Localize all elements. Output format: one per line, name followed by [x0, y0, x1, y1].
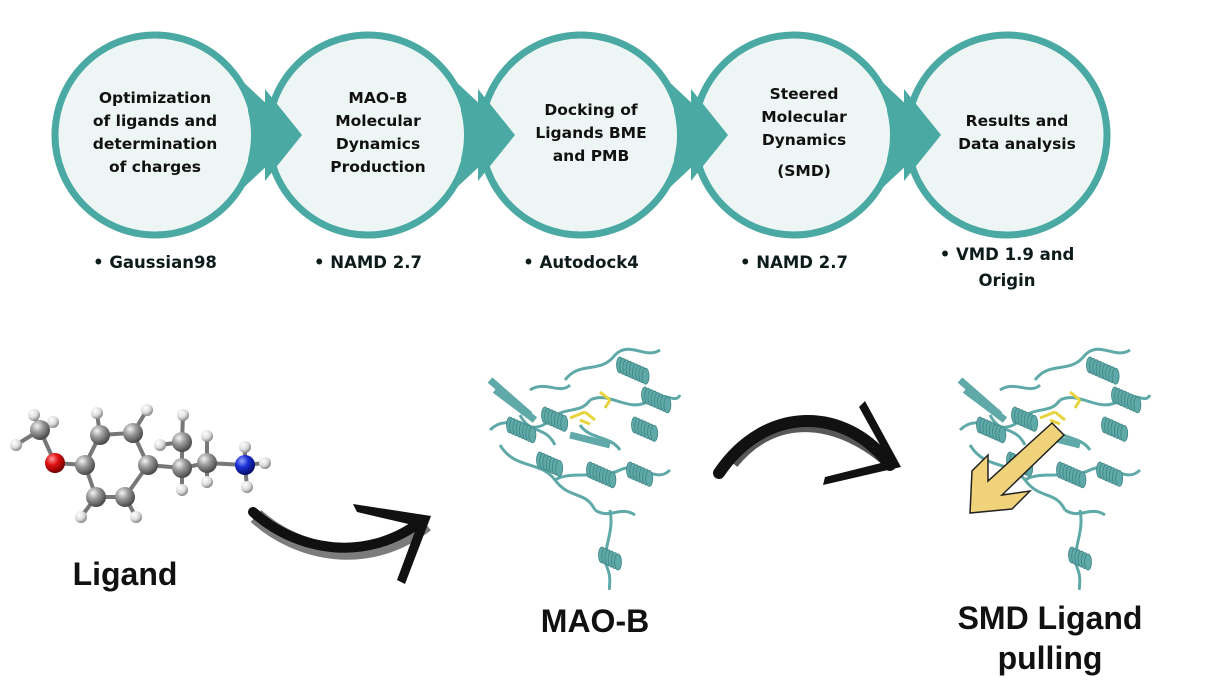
step-title-line: Production [330, 158, 426, 176]
step-circle-inner [698, 39, 890, 231]
protein-coil [999, 383, 1042, 392]
step-title-line: of ligands and [92, 112, 218, 130]
step-tool-line: • Gaussian98 [93, 253, 217, 272]
pulling-direction-arrow-icon [969, 421, 1066, 514]
maob-label: MAO-B [540, 603, 650, 639]
step-tool-line: • NAMD 2.7 [314, 253, 422, 272]
ligand-atoms [10, 404, 271, 523]
curved-arrow-icon [248, 504, 431, 584]
step-title-line: Results and [965, 112, 1069, 130]
protein-helix [1111, 367, 1120, 385]
step-circle-inner [911, 39, 1103, 231]
protein-coil [529, 383, 572, 392]
bound-ligand [569, 390, 612, 426]
smd-label: SMD Ligand pulling [930, 598, 1170, 678]
curved-arrow-icon [713, 401, 901, 485]
protein-helix [528, 426, 537, 444]
step-title-line: Dynamics [335, 135, 421, 153]
protein-helix [1084, 553, 1092, 571]
chevron-arrow-icon [904, 89, 941, 181]
step-title-line: Ligands BME [535, 123, 647, 142]
step-title-line: Molecular [335, 112, 421, 130]
workflow-diagram [51, 31, 1111, 239]
step-title-line: of charges [109, 158, 201, 176]
step-tool-line: Origin [978, 271, 1036, 290]
step-circle-inner [59, 39, 251, 231]
step-title-line: (SMD) [777, 162, 831, 180]
protein-coil [554, 466, 672, 482]
protein-helix [560, 415, 569, 432]
protein-coil [604, 509, 613, 590]
bound-ligand [1039, 390, 1082, 426]
ligand-molecule-image [10, 404, 271, 523]
step-title-line: Dynamics [761, 131, 847, 149]
protein-helix [641, 367, 650, 385]
step-title-line: and PMB [552, 146, 630, 165]
step-title: Optimization of ligands and determination o… [70, 87, 240, 179]
protein-helix [614, 553, 622, 571]
chevron-arrow-icon [691, 89, 728, 181]
ligand-label: Ligand [72, 556, 178, 592]
step-tool-line: • NAMD 2.7 [740, 253, 848, 272]
step-tool: • NAMD 2.7 [704, 250, 884, 276]
step-circle-inner [272, 39, 464, 231]
protein-coil [1033, 347, 1131, 381]
step-title-line: Data analysis [958, 135, 1076, 153]
smd-label-line-2: pulling [997, 640, 1103, 676]
protein-coil [563, 347, 661, 381]
step-tool-line: • Autodock4 [523, 253, 639, 272]
step-title: Docking of Ligands BME and PMB [506, 99, 676, 168]
step-circle-inner [485, 39, 677, 231]
protein-coil [1074, 509, 1083, 590]
step-title-line: Steered [769, 85, 839, 103]
protein-helix [608, 471, 617, 489]
protein-helix [998, 426, 1007, 444]
step-title-line: Docking of [544, 100, 638, 119]
step-title-line: Optimization [98, 89, 212, 107]
chevron-arrow-icon [265, 89, 302, 181]
protein-helix [1030, 415, 1039, 432]
maob-protein-image [487, 347, 682, 590]
nitrogen-atom [235, 455, 255, 475]
protein-coil [498, 444, 597, 511]
oxygen-atom [45, 453, 65, 473]
protein-coil [988, 414, 1027, 446]
protein-sheet [962, 387, 1008, 423]
protein-helix [650, 425, 659, 442]
step-tool: • Autodock4 [491, 250, 671, 276]
protein-sheet [569, 431, 611, 449]
protein-helix [1078, 471, 1087, 489]
protein-helix [1120, 425, 1129, 442]
smd-protein-image [957, 347, 1152, 590]
protein-helix [1115, 469, 1124, 487]
step-title-line: determination [92, 135, 218, 153]
step-tool-line: • VMD 1.9 and [939, 245, 1075, 264]
protein-helix [555, 459, 564, 477]
protein-helix [663, 396, 672, 414]
protein-helix [645, 469, 654, 487]
protein-coil [518, 414, 557, 446]
step-title-line: MAO-B [348, 89, 408, 107]
protein-coil [578, 424, 622, 451]
smd-label-line-1: SMD Ligand [957, 600, 1143, 636]
step-tool: • NAMD 2.7 [278, 250, 458, 276]
protein-coil [1024, 466, 1142, 482]
step-tool: • Gaussian98 [65, 250, 245, 276]
protein-coil [1064, 508, 1106, 517]
protein-helix [1133, 396, 1142, 414]
protein-coil [594, 508, 636, 517]
step-title-line: Molecular [761, 108, 847, 126]
protein-sheet [492, 387, 538, 423]
chevron-arrow-icon [478, 89, 515, 181]
